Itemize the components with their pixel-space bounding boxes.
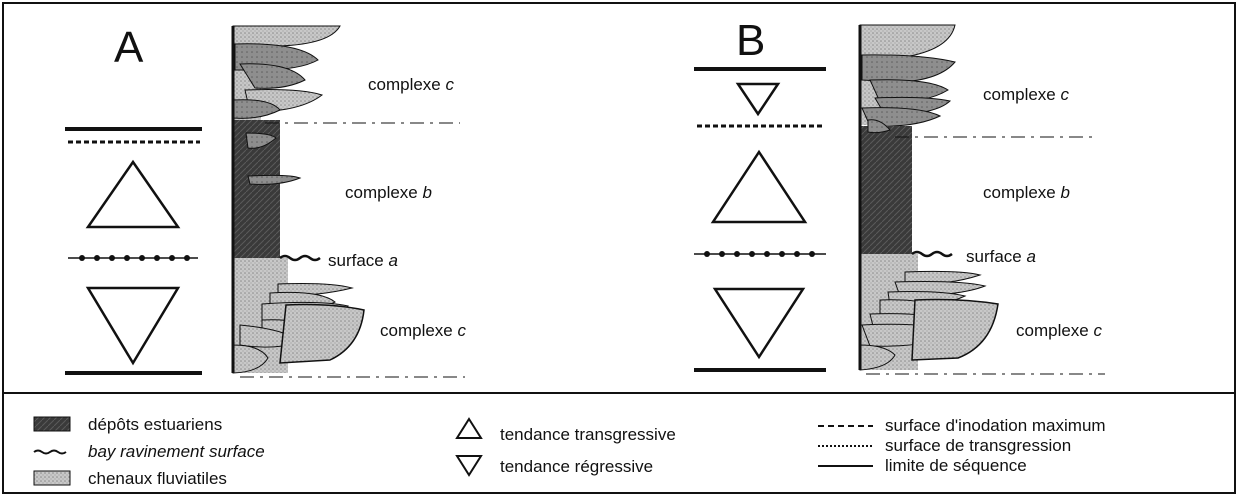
up-triangle-icon [455, 417, 483, 439]
legend-item-regressive: tendance régressive [455, 455, 653, 477]
bay-ravinement-line [911, 250, 953, 258]
panel-b-letter: B [736, 16, 765, 65]
panel-b-lower-complex-label: complexe c [1016, 321, 1103, 340]
legend-label-transgressive: tendance transgressive [500, 425, 676, 444]
panel-a: A [65, 23, 467, 378]
panel-b-upper-complex-label: complexe c [983, 85, 1070, 104]
strat-column-a [231, 25, 465, 378]
panel-a-upper-complex-label: complexe c [368, 75, 455, 94]
bay-ravinement-line [279, 254, 321, 262]
panel-a-middle-complex-label: complexe b [345, 183, 432, 202]
legend-label-fluvial: chenaux fluviatiles [88, 469, 227, 488]
transgressive-triangle-icon [710, 149, 808, 224]
panel-a-lower-complex-label: complexe c [380, 321, 467, 340]
legend-label-transgression-surface: surface de transgression [885, 436, 1071, 455]
panel-a-surface-label: surface a [328, 251, 398, 270]
estuarine-swatch-icon [33, 416, 71, 432]
legend-label-bay-ravinement: bay ravinement surface [88, 442, 265, 461]
transgressive-triangle-icon [85, 159, 181, 229]
panel-b: B [694, 16, 1105, 375]
legend: dépôts estuariens bay ravinement surface… [33, 415, 1106, 488]
legend-label-max-flooding: surface d'inodation maximum [885, 416, 1106, 435]
panel-b-surface-label: surface a [966, 247, 1036, 266]
panel-b-middle-complex-label: complexe b [983, 183, 1070, 202]
legend-item-bay-ravinement: bay ravinement surface [33, 442, 265, 461]
legend-label-estuarine: dépôts estuariens [88, 415, 222, 434]
strat-column-b [858, 24, 1105, 375]
legend-item-fluvial: chenaux fluviatiles [33, 469, 227, 488]
down-triangle-icon [455, 455, 483, 477]
legend-item-transgressive: tendance transgressive [455, 417, 676, 444]
legend-item-max-flooding: surface d'inodation maximum [818, 416, 1106, 435]
legend-item-estuarine: dépôts estuariens [33, 415, 222, 434]
fluvial-swatch-icon [33, 470, 71, 486]
legend-label-sequence-boundary: limite de séquence [885, 456, 1027, 475]
wavy-line-icon [33, 449, 67, 455]
regressive-triangle-icon [85, 286, 181, 366]
legend-label-regressive: tendance régressive [500, 457, 653, 476]
panel-a-letter: A [114, 23, 144, 72]
legend-item-sequence-boundary: limite de séquence [818, 456, 1027, 475]
legend-item-transgression-surface: surface de transgression [818, 436, 1071, 455]
transgression-surface-line [68, 255, 198, 261]
regressive-triangle-icon [735, 82, 781, 117]
regressive-triangle-icon [712, 287, 806, 360]
transgression-surface-line [694, 251, 826, 257]
